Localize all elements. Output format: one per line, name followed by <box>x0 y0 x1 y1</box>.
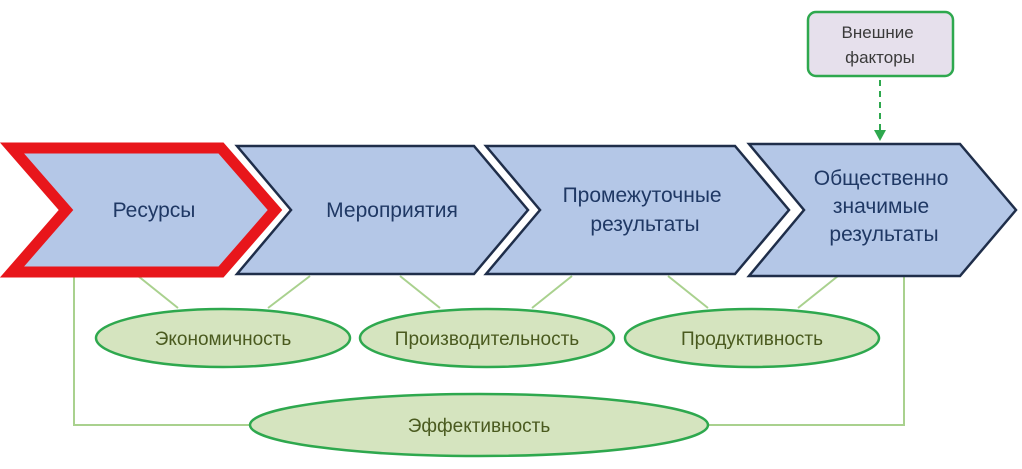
stage-resources-line-1: Ресурсы <box>113 199 196 222</box>
ellipse-outcome <box>623 307 881 369</box>
connector-activities-productivity <box>399 275 441 309</box>
connector-effectiveness-left <box>73 276 250 426</box>
connector-lines <box>73 275 905 426</box>
connector-activities-economy <box>267 275 311 309</box>
stage-intermediate-label: Промежуточные результаты <box>563 184 728 236</box>
chevron-activities <box>234 144 530 276</box>
stage-activities-label: Мероприятия <box>326 199 458 222</box>
external-factors-box <box>806 10 955 78</box>
external-factors-arrow-head <box>874 130 886 141</box>
stage-intermediate-line-2: результаты <box>590 213 699 236</box>
external-factors-label: Внешние факторы <box>842 23 919 67</box>
measure-labels: Экономичность Производительность Продукт… <box>155 329 823 437</box>
chevron-intermediate-results <box>483 144 791 276</box>
stage-intermediate-line-1: Промежуточные <box>563 184 722 207</box>
stage-activities-line-1: Мероприятия <box>326 199 458 222</box>
effectiveness-label: Эффективность <box>408 416 551 437</box>
ellipse-economy <box>94 307 352 369</box>
connector-resources-economy <box>137 275 179 309</box>
external-factors: Внешние факторы <box>806 10 955 141</box>
measure-outcome-label: Продуктивность <box>681 329 823 350</box>
chevron-social-results <box>746 142 1018 278</box>
stage-social-line-1: Общественно <box>814 167 949 190</box>
chevron-labels: Ресурсы Мероприятия Промежуточные резуль… <box>113 167 955 246</box>
chevron-resources <box>0 142 283 278</box>
stage-social-line-2: значимые <box>833 195 929 218</box>
connector-intermediate-outcome <box>667 275 709 309</box>
process-chevrons <box>0 142 1018 278</box>
stage-social-line-3: результаты <box>829 223 938 246</box>
connector-intermediate-productivity <box>531 275 573 309</box>
ellipse-effectiveness <box>248 392 710 458</box>
connector-effectiveness-right <box>708 276 905 426</box>
measure-economy-label: Экономичность <box>155 329 292 350</box>
external-factors-line-1: Внешние <box>842 23 914 42</box>
connector-social-outcome <box>797 275 839 309</box>
measure-ellipses <box>94 307 881 458</box>
ellipse-productivity <box>358 307 616 369</box>
external-factors-line-2: факторы <box>845 48 915 67</box>
stage-resources-label: Ресурсы <box>113 199 196 222</box>
stage-social-label: Общественно значимые результаты <box>814 167 955 246</box>
measure-productivity-label: Производительность <box>395 329 580 350</box>
